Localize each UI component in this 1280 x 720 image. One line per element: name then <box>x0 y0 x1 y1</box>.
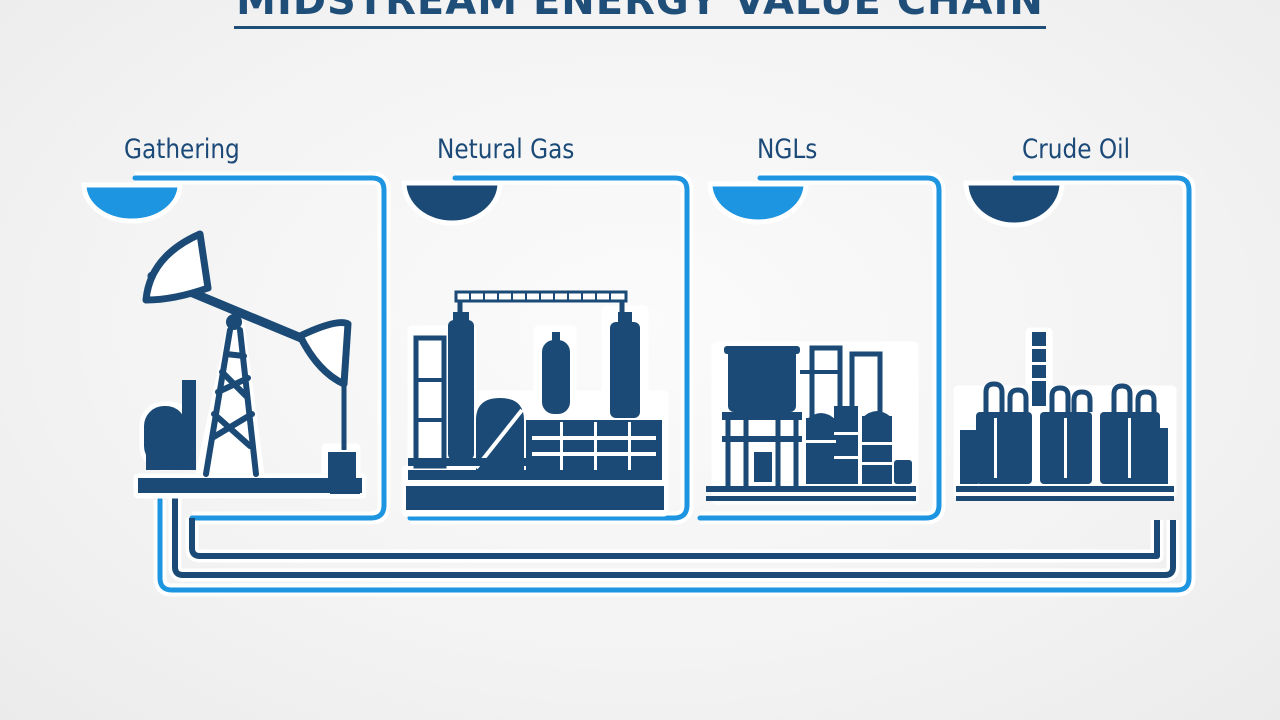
pipeline-network <box>132 171 1196 597</box>
stage-label-crude-oil: Crude Oil <box>1022 134 1131 165</box>
pipeline-ngls <box>697 175 942 521</box>
marker-bowl-crude-oil <box>963 180 1065 228</box>
trunk-line-inner <box>189 518 1160 559</box>
crude-oil-refinery-icon <box>953 327 1177 501</box>
diagram-title: MIDSTREAM ENERGY VALUE CHAIN <box>0 0 1280 29</box>
marker-bowl-ngls <box>707 181 809 225</box>
pipeline-natural-gas <box>407 175 690 521</box>
pumpjack-icon <box>133 230 367 499</box>
pipeline-crude-oil <box>157 175 1192 593</box>
stage-label-ngls: NGLs <box>757 134 818 165</box>
marker-bowl-natural-gas <box>401 180 503 226</box>
trunk-line-outer <box>172 495 1176 578</box>
stage-label-natural-gas: Netural Gas <box>437 134 575 165</box>
stage-label-gathering: Gathering <box>124 134 240 165</box>
marker-bowl-gathering <box>81 182 183 224</box>
gas-processing-plant-icon <box>401 290 669 517</box>
ngl-fractionation-plant-icon <box>706 341 919 505</box>
diagram-title-text: MIDSTREAM ENERGY VALUE CHAIN <box>234 0 1046 29</box>
pipeline-gathering <box>132 175 387 521</box>
stage-markers <box>81 180 1065 228</box>
